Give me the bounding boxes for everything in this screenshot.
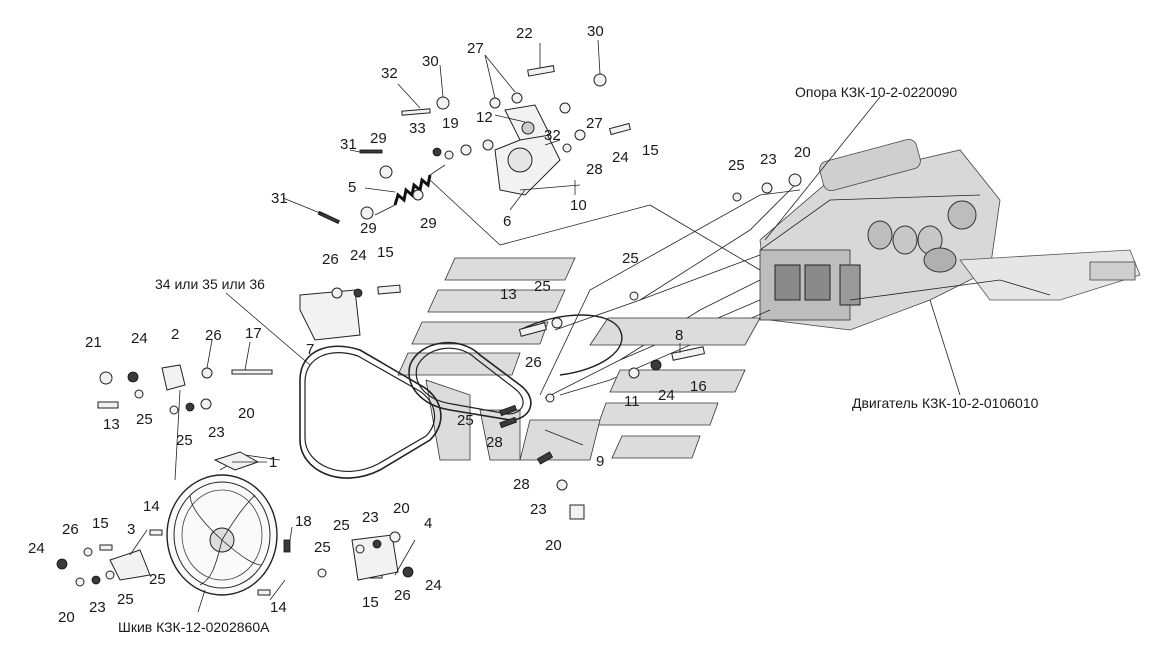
callout-8: 8 [675,327,683,344]
callout-25: 25 [534,278,551,295]
belts [299,314,623,479]
callout-20: 20 [393,500,410,517]
callout-15: 15 [92,515,109,532]
callout-26: 26 [205,327,222,344]
callout-20: 20 [545,537,562,554]
callout-11: 11 [624,393,640,410]
callout-29: 29 [360,220,377,237]
callout-18: 18 [295,513,312,530]
callout-28: 28 [586,161,603,178]
callout-25: 25 [728,157,745,174]
leader-lines [129,39,961,613]
callout-13: 13 [103,416,120,433]
callout-24: 24 [131,330,148,347]
callout-29: 29 [370,130,387,147]
callout-25: 25 [149,571,166,588]
callout-14: 14 [270,599,287,616]
callout-24: 24 [28,540,45,557]
callout-24: 24 [425,577,442,594]
callout-21: 21 [85,334,102,351]
hatched-frame [397,257,761,461]
engine-drawing [759,138,1141,331]
callout-26: 26 [322,251,339,268]
callout-20: 20 [58,609,75,626]
callout-32: 32 [544,127,561,144]
callout-15: 15 [377,244,394,261]
callout-27: 27 [586,115,603,132]
callout-30: 30 [587,23,604,40]
callout-22: 22 [516,25,533,42]
callout-20: 20 [794,144,811,161]
callout-12: 12 [476,109,493,126]
callout-20: 20 [238,405,255,422]
callout-24: 24 [350,247,367,264]
callout-3: 3 [127,521,135,538]
callout-25: 25 [333,517,350,534]
callout-6: 6 [503,213,511,230]
callout-24: 24 [612,149,629,166]
callout-2: 2 [171,326,179,343]
callout-19: 19 [442,115,459,132]
callout-29: 29 [420,215,437,232]
callout-14: 14 [143,498,160,515]
callout-1: 1 [269,454,277,471]
callout-32: 32 [381,65,398,82]
callout-30: 30 [422,53,439,70]
callout-31: 31 [271,190,288,207]
belt-option-caption: 34 или 35 или 36 [155,276,265,292]
callout-27: 27 [467,40,484,57]
hardware [56,65,802,596]
callout-17: 17 [245,325,262,342]
callout-26: 26 [525,354,542,371]
callout-25: 25 [136,411,153,428]
callout-23: 23 [530,501,547,518]
callout-10: 10 [570,197,587,214]
callout-7: 7 [306,341,314,358]
callout-13: 13 [500,286,517,303]
callout-23: 23 [89,599,106,616]
callouts: 22 30 30 27 32 12 32 27 33 19 29 31 5 31… [28,23,811,626]
callout-26: 26 [62,521,79,538]
callout-16: 16 [690,378,707,395]
callout-23: 23 [208,424,225,441]
callout-25: 25 [622,250,639,267]
callout-9: 9 [596,453,604,470]
callout-26: 26 [394,587,411,604]
callout-24: 24 [658,387,675,404]
callout-25: 25 [117,591,134,608]
callout-31: 31 [340,136,357,153]
callout-15: 15 [642,142,659,159]
tensioner-drawing [374,104,581,216]
callout-25: 25 [457,412,474,429]
callout-25: 25 [314,539,331,556]
engine-caption: Двигатель КЗК-10-2-0106010 [852,395,1039,411]
callout-23: 23 [760,151,777,168]
callout-23: 23 [362,509,379,526]
callout-4: 4 [424,515,432,532]
pulley-drawing [166,451,281,596]
support-caption: Опора КЗК-10-2-0220090 [795,84,957,100]
callout-33: 33 [409,120,426,137]
callout-5: 5 [348,179,356,196]
pulley-caption: Шкив КЗК-12-0202860А [118,619,270,635]
callout-15: 15 [362,594,379,611]
callout-25: 25 [176,432,193,449]
callout-28: 28 [486,434,503,451]
callout-28: 28 [513,476,530,493]
